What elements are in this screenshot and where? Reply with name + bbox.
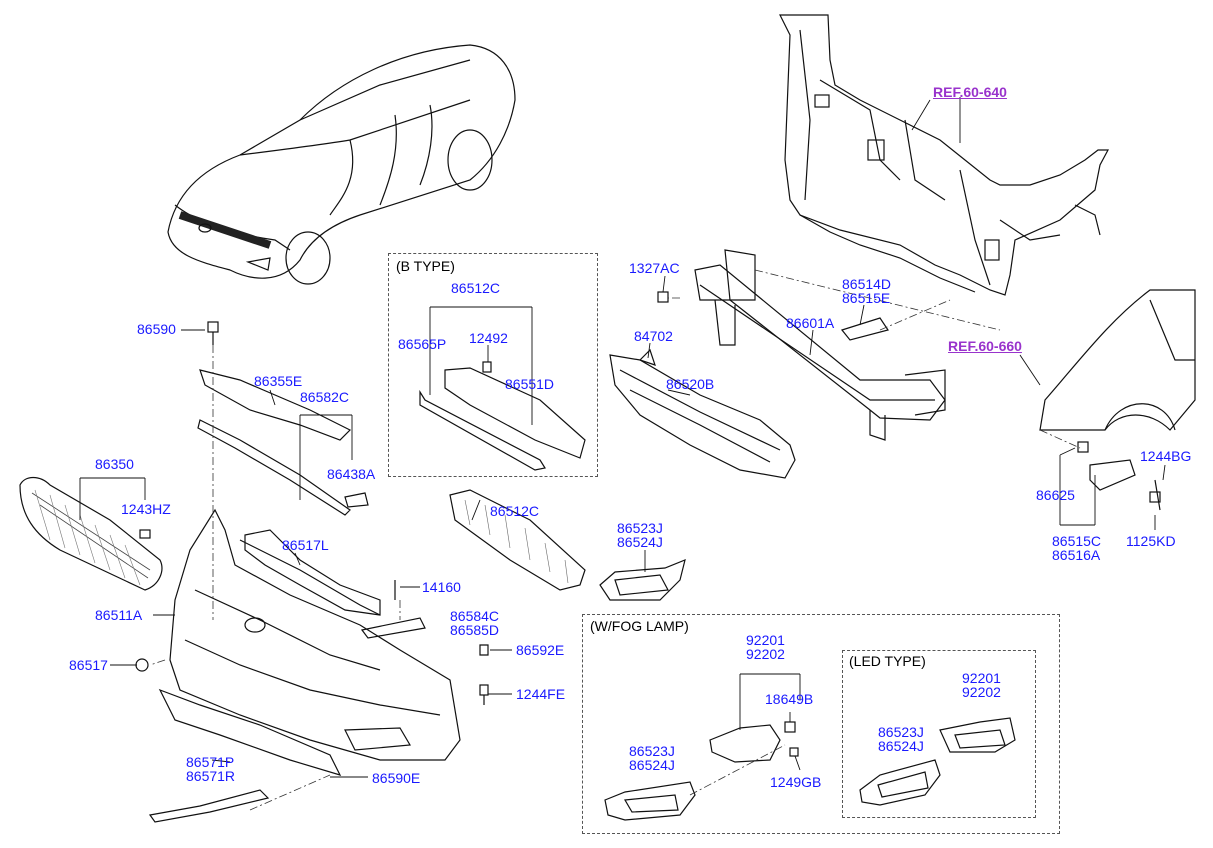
label-86592E[interactable]: 86592E bbox=[516, 642, 565, 658]
small-hardware bbox=[135, 291, 669, 705]
label-86625[interactable]: 86625 bbox=[1036, 487, 1075, 503]
label-1125KD[interactable]: 1125KD bbox=[1126, 533, 1176, 549]
ref-60-660[interactable]: REF.60-660 bbox=[948, 338, 1022, 354]
fog-lamp-box bbox=[582, 614, 1060, 834]
label-1243HZ[interactable]: 1243HZ bbox=[121, 501, 171, 517]
label-86517L[interactable]: 86517L bbox=[282, 537, 329, 553]
label-86565P[interactable]: 86565P bbox=[398, 336, 447, 352]
label-86515C[interactable]: 86515C bbox=[1052, 533, 1102, 549]
top-cover bbox=[198, 370, 350, 515]
label-86523J-led[interactable]: 86523J bbox=[878, 724, 924, 740]
fender-bracket bbox=[1077, 441, 1161, 510]
fog-bezel-upper bbox=[600, 560, 685, 600]
label-86512C-b-type[interactable]: 86512C bbox=[451, 280, 501, 296]
label-1327AC[interactable]: 1327AC bbox=[629, 260, 680, 276]
label-1249GB[interactable]: 1249GB bbox=[770, 774, 822, 790]
upper-grille bbox=[245, 530, 380, 615]
b-type-title: (B TYPE) bbox=[396, 258, 455, 274]
fender bbox=[1040, 290, 1195, 430]
small-bracket bbox=[842, 318, 888, 340]
label-86524J-upper[interactable]: 86524J bbox=[617, 534, 663, 550]
label-86516A[interactable]: 86516A bbox=[1052, 547, 1101, 563]
dash-dot-lines bbox=[150, 270, 1080, 810]
label-86511A[interactable]: 86511A bbox=[95, 607, 143, 623]
label-86590E[interactable]: 86590E bbox=[372, 770, 421, 786]
label-86514D[interactable]: 86514D bbox=[842, 276, 892, 292]
label-14160[interactable]: 14160 bbox=[422, 579, 461, 595]
lower-strip bbox=[150, 690, 340, 822]
label-86584C[interactable]: 86584C bbox=[450, 608, 500, 624]
ref-60-640[interactable]: REF.60-640 bbox=[933, 84, 1007, 100]
label-86512C[interactable]: 86512C bbox=[490, 503, 540, 519]
label-92202-led[interactable]: 92202 bbox=[962, 684, 1001, 700]
label-86438A[interactable]: 86438A bbox=[327, 466, 376, 482]
label-84702[interactable]: 84702 bbox=[634, 328, 673, 344]
car-illustration bbox=[168, 45, 515, 285]
label-86571R[interactable]: 86571R bbox=[186, 768, 236, 784]
label-86585D[interactable]: 86585D bbox=[450, 622, 500, 638]
label-86350[interactable]: 86350 bbox=[95, 456, 134, 472]
label-86524J-led[interactable]: 86524J bbox=[878, 738, 924, 754]
label-86520B[interactable]: 86520B bbox=[666, 376, 715, 392]
led-type-box bbox=[842, 650, 1036, 818]
b-type-box bbox=[388, 253, 598, 477]
label-1244BG[interactable]: 1244BG bbox=[1140, 448, 1192, 464]
label-86582C[interactable]: 86582C bbox=[300, 389, 350, 405]
label-12492[interactable]: 12492 bbox=[469, 330, 508, 346]
fog-lamp-title: (W/FOG LAMP) bbox=[590, 618, 689, 634]
label-1244FE[interactable]: 1244FE bbox=[516, 686, 566, 702]
led-parts bbox=[860, 718, 1015, 805]
label-92202-fog[interactable]: 92202 bbox=[746, 646, 785, 662]
label-86551D[interactable]: 86551D bbox=[505, 376, 555, 392]
lower-grille bbox=[450, 490, 585, 590]
label-86523J-upper[interactable]: 86523J bbox=[617, 520, 663, 536]
radiator-grille bbox=[20, 478, 162, 591]
label-86355E[interactable]: 86355E bbox=[254, 373, 303, 389]
label-92201-led[interactable]: 92201 bbox=[962, 670, 1001, 686]
led-type-title: (LED TYPE) bbox=[849, 653, 926, 669]
label-92201-fog[interactable]: 92201 bbox=[746, 632, 785, 648]
label-86590[interactable]: 86590 bbox=[137, 321, 176, 337]
radiator-support bbox=[780, 15, 1108, 295]
bumper-cover bbox=[170, 510, 460, 760]
label-86601A[interactable]: 86601A bbox=[786, 315, 835, 331]
label-86515E[interactable]: 86515E bbox=[842, 290, 891, 306]
label-86524J-fog[interactable]: 86524J bbox=[629, 757, 675, 773]
b-type-grille bbox=[420, 361, 585, 470]
leader-lines bbox=[80, 97, 1165, 777]
label-86523J-fog[interactable]: 86523J bbox=[629, 743, 675, 759]
label-18649B[interactable]: 18649B bbox=[765, 691, 814, 707]
label-86571P[interactable]: 86571P bbox=[186, 754, 235, 770]
label-86517[interactable]: 86517 bbox=[69, 657, 108, 673]
energy-absorber bbox=[610, 355, 795, 478]
crash-beam bbox=[695, 250, 945, 440]
